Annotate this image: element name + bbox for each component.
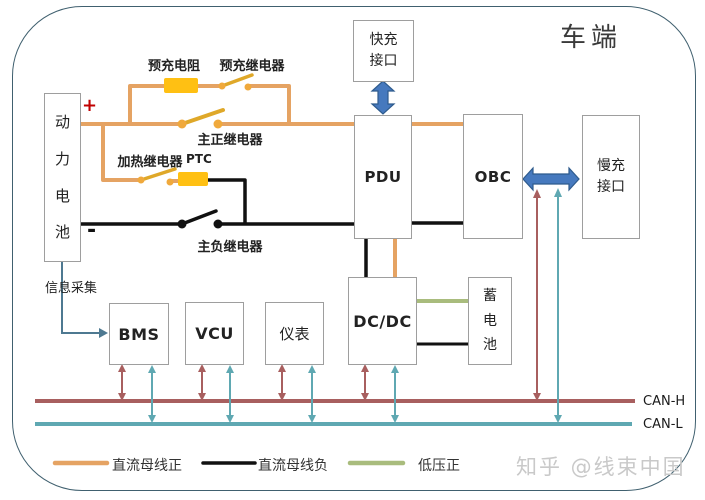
precharge-resistor-label: 预充电阻 (147, 59, 200, 74)
info-collection-label: 信息采集 (45, 281, 98, 296)
info-collection-arrow (61, 261, 108, 338)
dc-negative-wiring (79, 178, 468, 346)
precharge-relay-label: 预充继电器 (219, 59, 285, 74)
legend-low-voltage-label: 低压正 (418, 458, 460, 474)
can-h-label: CAN-H (643, 394, 686, 409)
box-aux-battery: 蓄电池 (468, 277, 512, 365)
box-vcu: VCU (185, 302, 244, 365)
meter-label: 仪表 (279, 325, 310, 343)
heating-relay-label: 加热继电器 (117, 155, 183, 170)
vehicle-boundary-frame (12, 6, 696, 491)
box-meter: 仪表 (265, 302, 324, 365)
legend-dc-negative-label: 直流母线负 (258, 458, 328, 474)
dc-positive-wiring (79, 84, 463, 277)
box-pdu: PDU (354, 115, 412, 239)
fast-charge-pdu-arrow-icon (370, 80, 396, 115)
precharge-resistor-icon (164, 78, 198, 93)
ptc-resistor-icon (178, 172, 208, 186)
can-h-arrows (118, 189, 541, 401)
bms-label: BMS (118, 324, 160, 344)
box-power-battery: 动力电池 (44, 93, 81, 262)
pdu-label: PDU (364, 168, 402, 186)
slow-charge-label: 慢充接口 (597, 158, 625, 195)
vcu-label: VCU (195, 324, 234, 343)
aux-battery-label: 蓄电池 (483, 288, 497, 354)
diagram-title: 车端 (560, 23, 623, 53)
obc-label: OBC (474, 167, 512, 186)
box-fast-charge-port: 快充接口 (353, 20, 414, 82)
box-obc: OBC (463, 114, 523, 239)
box-slow-charge-port: 慢充接口 (582, 115, 640, 239)
can-l-arrows (148, 188, 562, 423)
main-positive-relay-icon (177, 108, 225, 129)
battery-plus-sign: + (82, 95, 98, 116)
watermark: 知乎 @线束中国 (516, 455, 686, 479)
main-negative-relay-label: 主负继电器 (197, 240, 263, 255)
legend-dc-positive-label: 直流母线正 (112, 458, 182, 474)
fast-charge-label: 快充接口 (369, 32, 398, 69)
box-bms: BMS (109, 303, 169, 365)
ptc-label: PTC (186, 152, 212, 166)
box-dcdc: DC/DC (348, 277, 417, 365)
dcdc-label: DC/DC (353, 311, 412, 331)
main-negative-relay-icon (177, 209, 223, 229)
obc-slow-charge-arrow-icon (522, 166, 580, 192)
battery-minus-sign: - (87, 218, 97, 243)
power-battery-label: 动力电池 (54, 113, 70, 242)
precharge-relay-icon (218, 73, 254, 91)
can-l-label: CAN-L (643, 417, 683, 432)
heating-relay-icon (137, 167, 177, 186)
main-positive-relay-label: 主正继电器 (197, 133, 263, 148)
